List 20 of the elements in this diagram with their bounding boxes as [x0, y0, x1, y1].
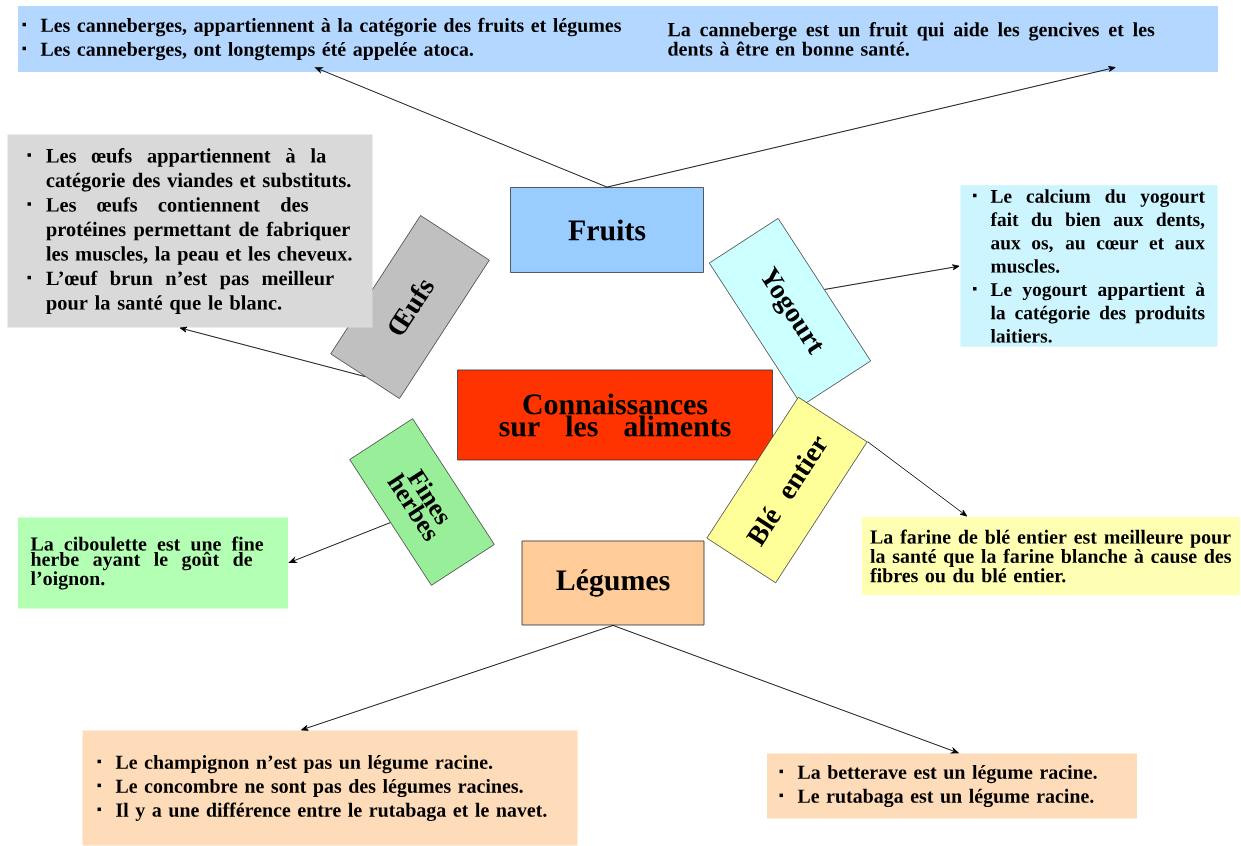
- info-box: La betterave est un légume racine. Le rutabaga est un légume racine.: [767, 753, 1137, 819]
- info-box: Le calcium du yogourt fait du bien aux dents, aux os, au cœur et aux muscles. Le yogourt appartient à la catégorie des produits laitiers.: [960, 185, 1218, 347]
- info-text: Les canneberges, appartiennent à la catégorie des fruits et légumes Les canneberges, ont longtemps été appelée atoca.: [22, 17, 621, 61]
- arrow: [606, 66, 1116, 188]
- topic-box: Connaissances sur les aliments: [457, 369, 773, 461]
- arrow: [301, 624, 614, 731]
- arrow: [288, 522, 391, 563]
- info-box: La farine de blé entier est meilleure pour la santé que la farine blanche à cause des fibres ou du blé entier.: [862, 517, 1240, 595]
- info-box: La ciboulette est une fine herbe ayant le goût de l’oignon.: [18, 517, 288, 609]
- arrow: [612, 624, 959, 754]
- arrow: [179, 326, 366, 377]
- info-box: Le champignon n’est pas un légume racine. Le concombre ne sont pas des légumes racines. Il y a une différence entre le rutabaga et le navet.: [82, 730, 578, 846]
- category-box: Légumes: [521, 540, 705, 626]
- arrow: [314, 67, 608, 188]
- arrow: [867, 441, 968, 517]
- arrow: [824, 264, 960, 290]
- info-band: [18, 6, 1218, 72]
- info-box: Les œufs appartiennent à la catégorie des viandes et substituts. Les œufs contiennent des protéines permettant de fabriquer les muscles, la peau et les cheveux. L’œuf brun n’est pas meilleur pour la santé que le blanc.: [7, 134, 373, 328]
- category-box: Fruits: [510, 187, 704, 273]
- info-text: La canneberge est un fruit qui aide les gencives et les dents à être en bonne santé.: [667, 22, 1155, 56]
